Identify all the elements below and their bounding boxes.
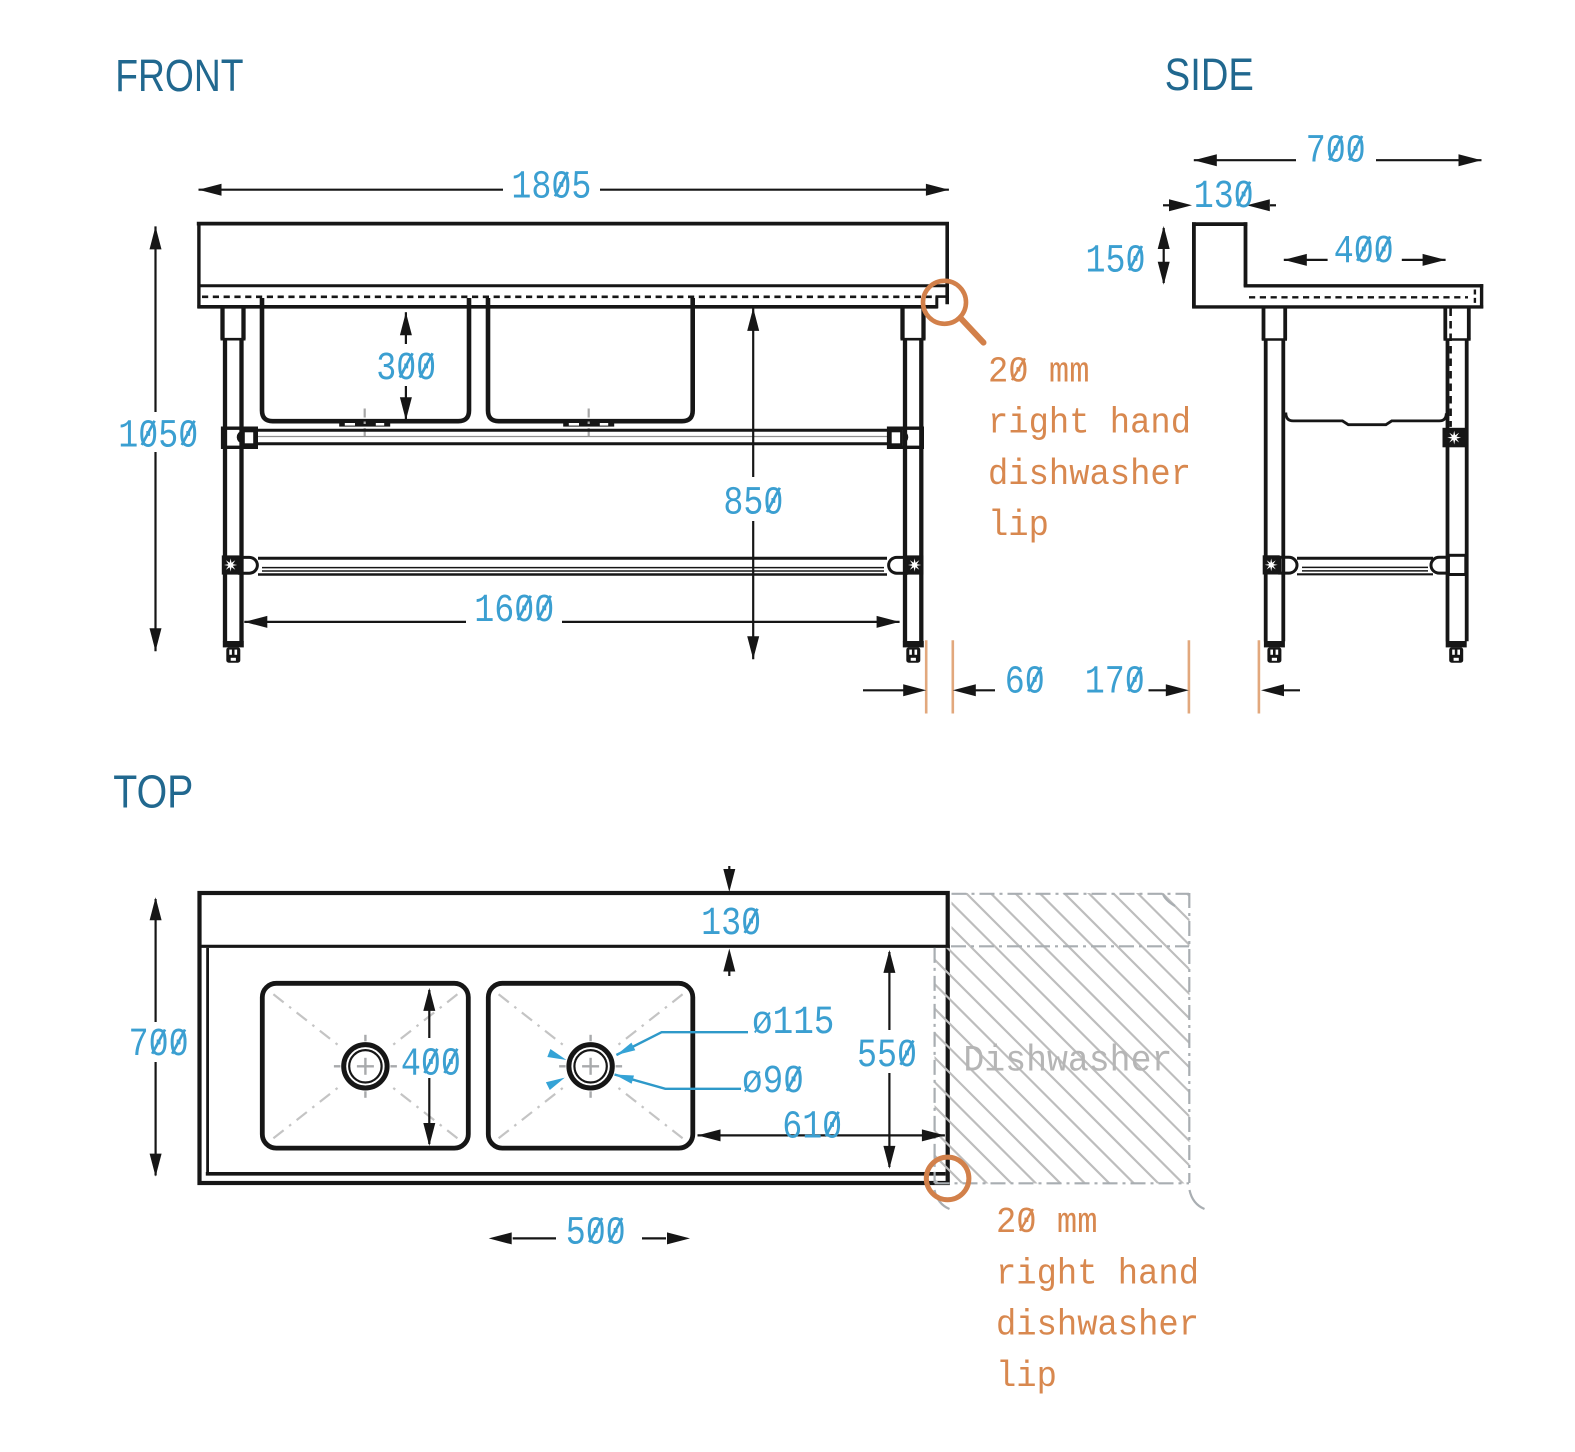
svg-text:130: 130 (701, 902, 761, 947)
svg-text:dishwasher: dishwasher (988, 454, 1191, 495)
svg-text:500: 500 (566, 1212, 626, 1257)
svg-text:150: 150 (1086, 240, 1146, 285)
svg-text:850: 850 (723, 481, 783, 526)
svg-text:400: 400 (401, 1042, 461, 1087)
svg-text:170: 170 (1085, 661, 1145, 706)
svg-text:1805: 1805 (511, 166, 591, 211)
svg-text:FRONT: FRONT (115, 50, 243, 101)
svg-text:60: 60 (1005, 661, 1045, 706)
svg-text:610: 610 (782, 1105, 842, 1150)
svg-text:lip: lip (996, 1356, 1057, 1397)
svg-text:700: 700 (1306, 130, 1366, 175)
svg-text:ø115: ø115 (752, 1001, 834, 1046)
svg-text:Dishwasher: Dishwasher (963, 1041, 1172, 1083)
svg-text:TOP: TOP (113, 766, 193, 818)
svg-text:550: 550 (857, 1034, 917, 1079)
svg-text:right hand: right hand (988, 403, 1191, 444)
svg-text:300: 300 (376, 347, 436, 392)
svg-text:20 mm: 20 mm (988, 351, 1090, 392)
svg-text:130: 130 (1194, 175, 1254, 220)
svg-text:SIDE: SIDE (1165, 49, 1254, 100)
svg-text:dishwasher: dishwasher (996, 1305, 1199, 1346)
svg-text:700: 700 (129, 1023, 189, 1068)
svg-text:20 mm: 20 mm (996, 1202, 1098, 1243)
svg-text:ø90: ø90 (742, 1060, 804, 1105)
svg-text:right hand: right hand (996, 1253, 1199, 1294)
svg-text:400: 400 (1334, 230, 1394, 275)
svg-text:lip: lip (988, 505, 1049, 546)
